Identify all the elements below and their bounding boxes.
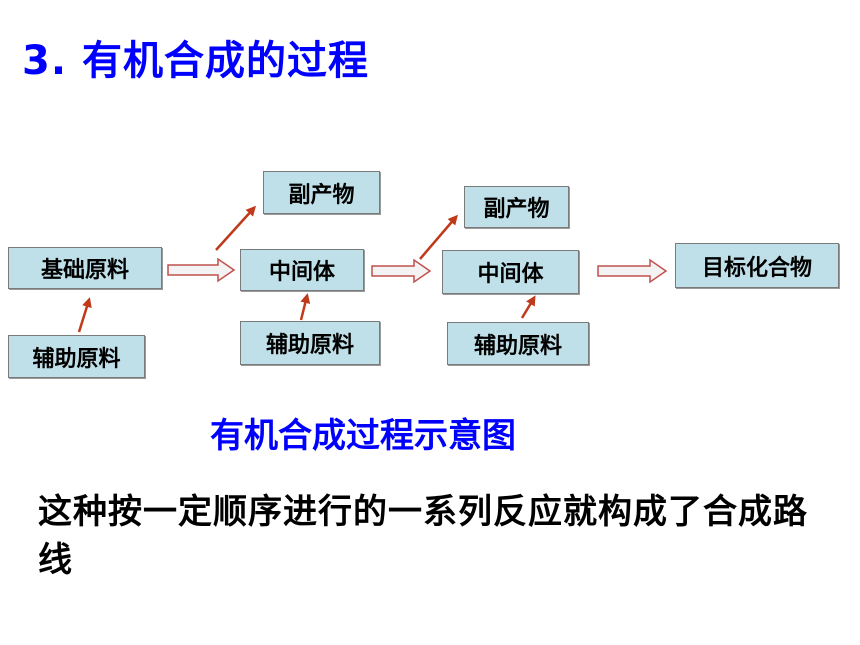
node-raw-material: 基础原料 bbox=[8, 247, 162, 289]
hollow-arrow-2 bbox=[371, 258, 432, 284]
node-intermediate-2: 中间体 bbox=[442, 250, 579, 294]
hollow-arrow-1 bbox=[167, 257, 236, 283]
node-byproduct-1: 副产物 bbox=[263, 171, 380, 214]
arrow-aux2-to-intermediate1 bbox=[299, 293, 311, 321]
node-intermediate-1: 中间体 bbox=[240, 249, 364, 291]
page-title: 3. 有机合成的过程 bbox=[22, 38, 369, 84]
diagram-caption: 有机合成过程示意图 bbox=[210, 416, 516, 456]
node-byproduct-2: 副产物 bbox=[464, 186, 569, 228]
node-aux-material-3: 辅助原料 bbox=[447, 322, 589, 365]
hollow-arrow-3 bbox=[597, 258, 668, 284]
node-aux-material-1: 辅助原料 bbox=[8, 335, 145, 378]
description-text: 这种按一定顺序进行的一系列反应就构成了合成路线 bbox=[38, 492, 808, 580]
arrow-aux3-to-intermediate2 bbox=[520, 295, 536, 319]
node-target-compound: 目标化合物 bbox=[675, 243, 839, 288]
arrow-aux1-to-raw bbox=[77, 297, 92, 333]
node-aux-material-2: 辅助原料 bbox=[240, 321, 380, 365]
arrow-to-byproduct-1 bbox=[215, 205, 257, 251]
